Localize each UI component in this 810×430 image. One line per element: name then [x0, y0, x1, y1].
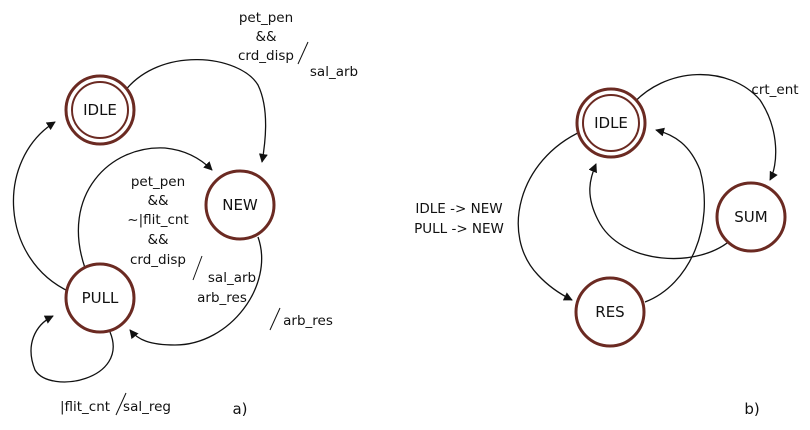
state-new-label: NEW	[222, 196, 258, 214]
state-pull-label: PULL	[82, 289, 119, 307]
state-idle-outer-ring	[575, 87, 647, 159]
panel-a-label: a)	[232, 400, 247, 418]
panel-b-label: b)	[744, 400, 759, 418]
state-idle-b: IDLE	[575, 87, 647, 159]
label-mid-line1: pet_pen	[131, 174, 185, 190]
state-idle-a: IDLE	[64, 74, 136, 146]
label-left-line1: IDLE -> NEW	[415, 201, 502, 217]
label-mid-line3: ~|flit_cnt	[127, 212, 188, 228]
label-mid-line4: &&	[147, 232, 169, 248]
edge-idle-to-sum	[629, 73, 778, 181]
slash-mid	[192, 255, 203, 281]
state-idle-inner-ring	[71, 81, 129, 139]
label-mid-line2: &&	[147, 193, 169, 209]
label-mid-line5: crd_disp	[130, 252, 186, 268]
state-sum-ring	[715, 181, 787, 253]
panel-b: IDLE SUM RES crt_ent IDLE -> NEW PULL ->…	[414, 73, 799, 418]
panel-a: IDLE NEW PULL pet_pen && crd_disp sal_ar…	[12, 10, 358, 418]
edge-idle-to-new	[123, 58, 268, 163]
label-loop-cond: |flit_cnt	[60, 399, 110, 415]
edge-pull-self-loop	[30, 315, 114, 383]
label-top-action: sal_arb	[310, 64, 358, 80]
state-idle-label: IDLE	[83, 101, 117, 119]
label-top-line1: pet_pen	[239, 10, 293, 26]
state-new-a: NEW	[204, 169, 276, 241]
label-mid-action1: sal_arb	[208, 270, 256, 286]
label-mid-action2: arb_res	[197, 290, 247, 306]
state-sum-label: SUM	[734, 208, 767, 226]
slash-loop	[115, 392, 127, 416]
state-idle-label: IDLE	[594, 114, 628, 132]
label-crt-ent: crt_ent	[751, 82, 798, 98]
label-top-line2: &&	[255, 29, 277, 45]
edge-sum-to-idle	[588, 163, 734, 260]
state-res-b: RES	[574, 276, 646, 348]
edge-res-to-idle	[644, 127, 705, 303]
edge-pull-to-new	[77, 147, 213, 269]
label-right-action: arb_res	[283, 313, 333, 329]
slash-top	[297, 41, 309, 65]
state-idle-inner-ring	[582, 94, 640, 152]
state-idle-outer-ring	[64, 74, 136, 146]
state-res-ring	[574, 276, 646, 348]
label-top-line3: crd_disp	[238, 48, 294, 64]
state-pull-ring	[64, 262, 136, 334]
slash-right	[269, 307, 281, 331]
state-new-ring	[204, 169, 276, 241]
label-loop-action: sal_reg	[123, 399, 171, 415]
state-res-label: RES	[595, 303, 624, 321]
edge-idle-to-res	[517, 130, 583, 301]
edge-pull-to-idle	[12, 121, 71, 293]
state-sum-b: SUM	[715, 181, 787, 253]
state-pull-a: PULL	[64, 262, 136, 334]
label-left-line2: PULL -> NEW	[414, 221, 504, 237]
edge-new-to-pull	[129, 236, 263, 346]
